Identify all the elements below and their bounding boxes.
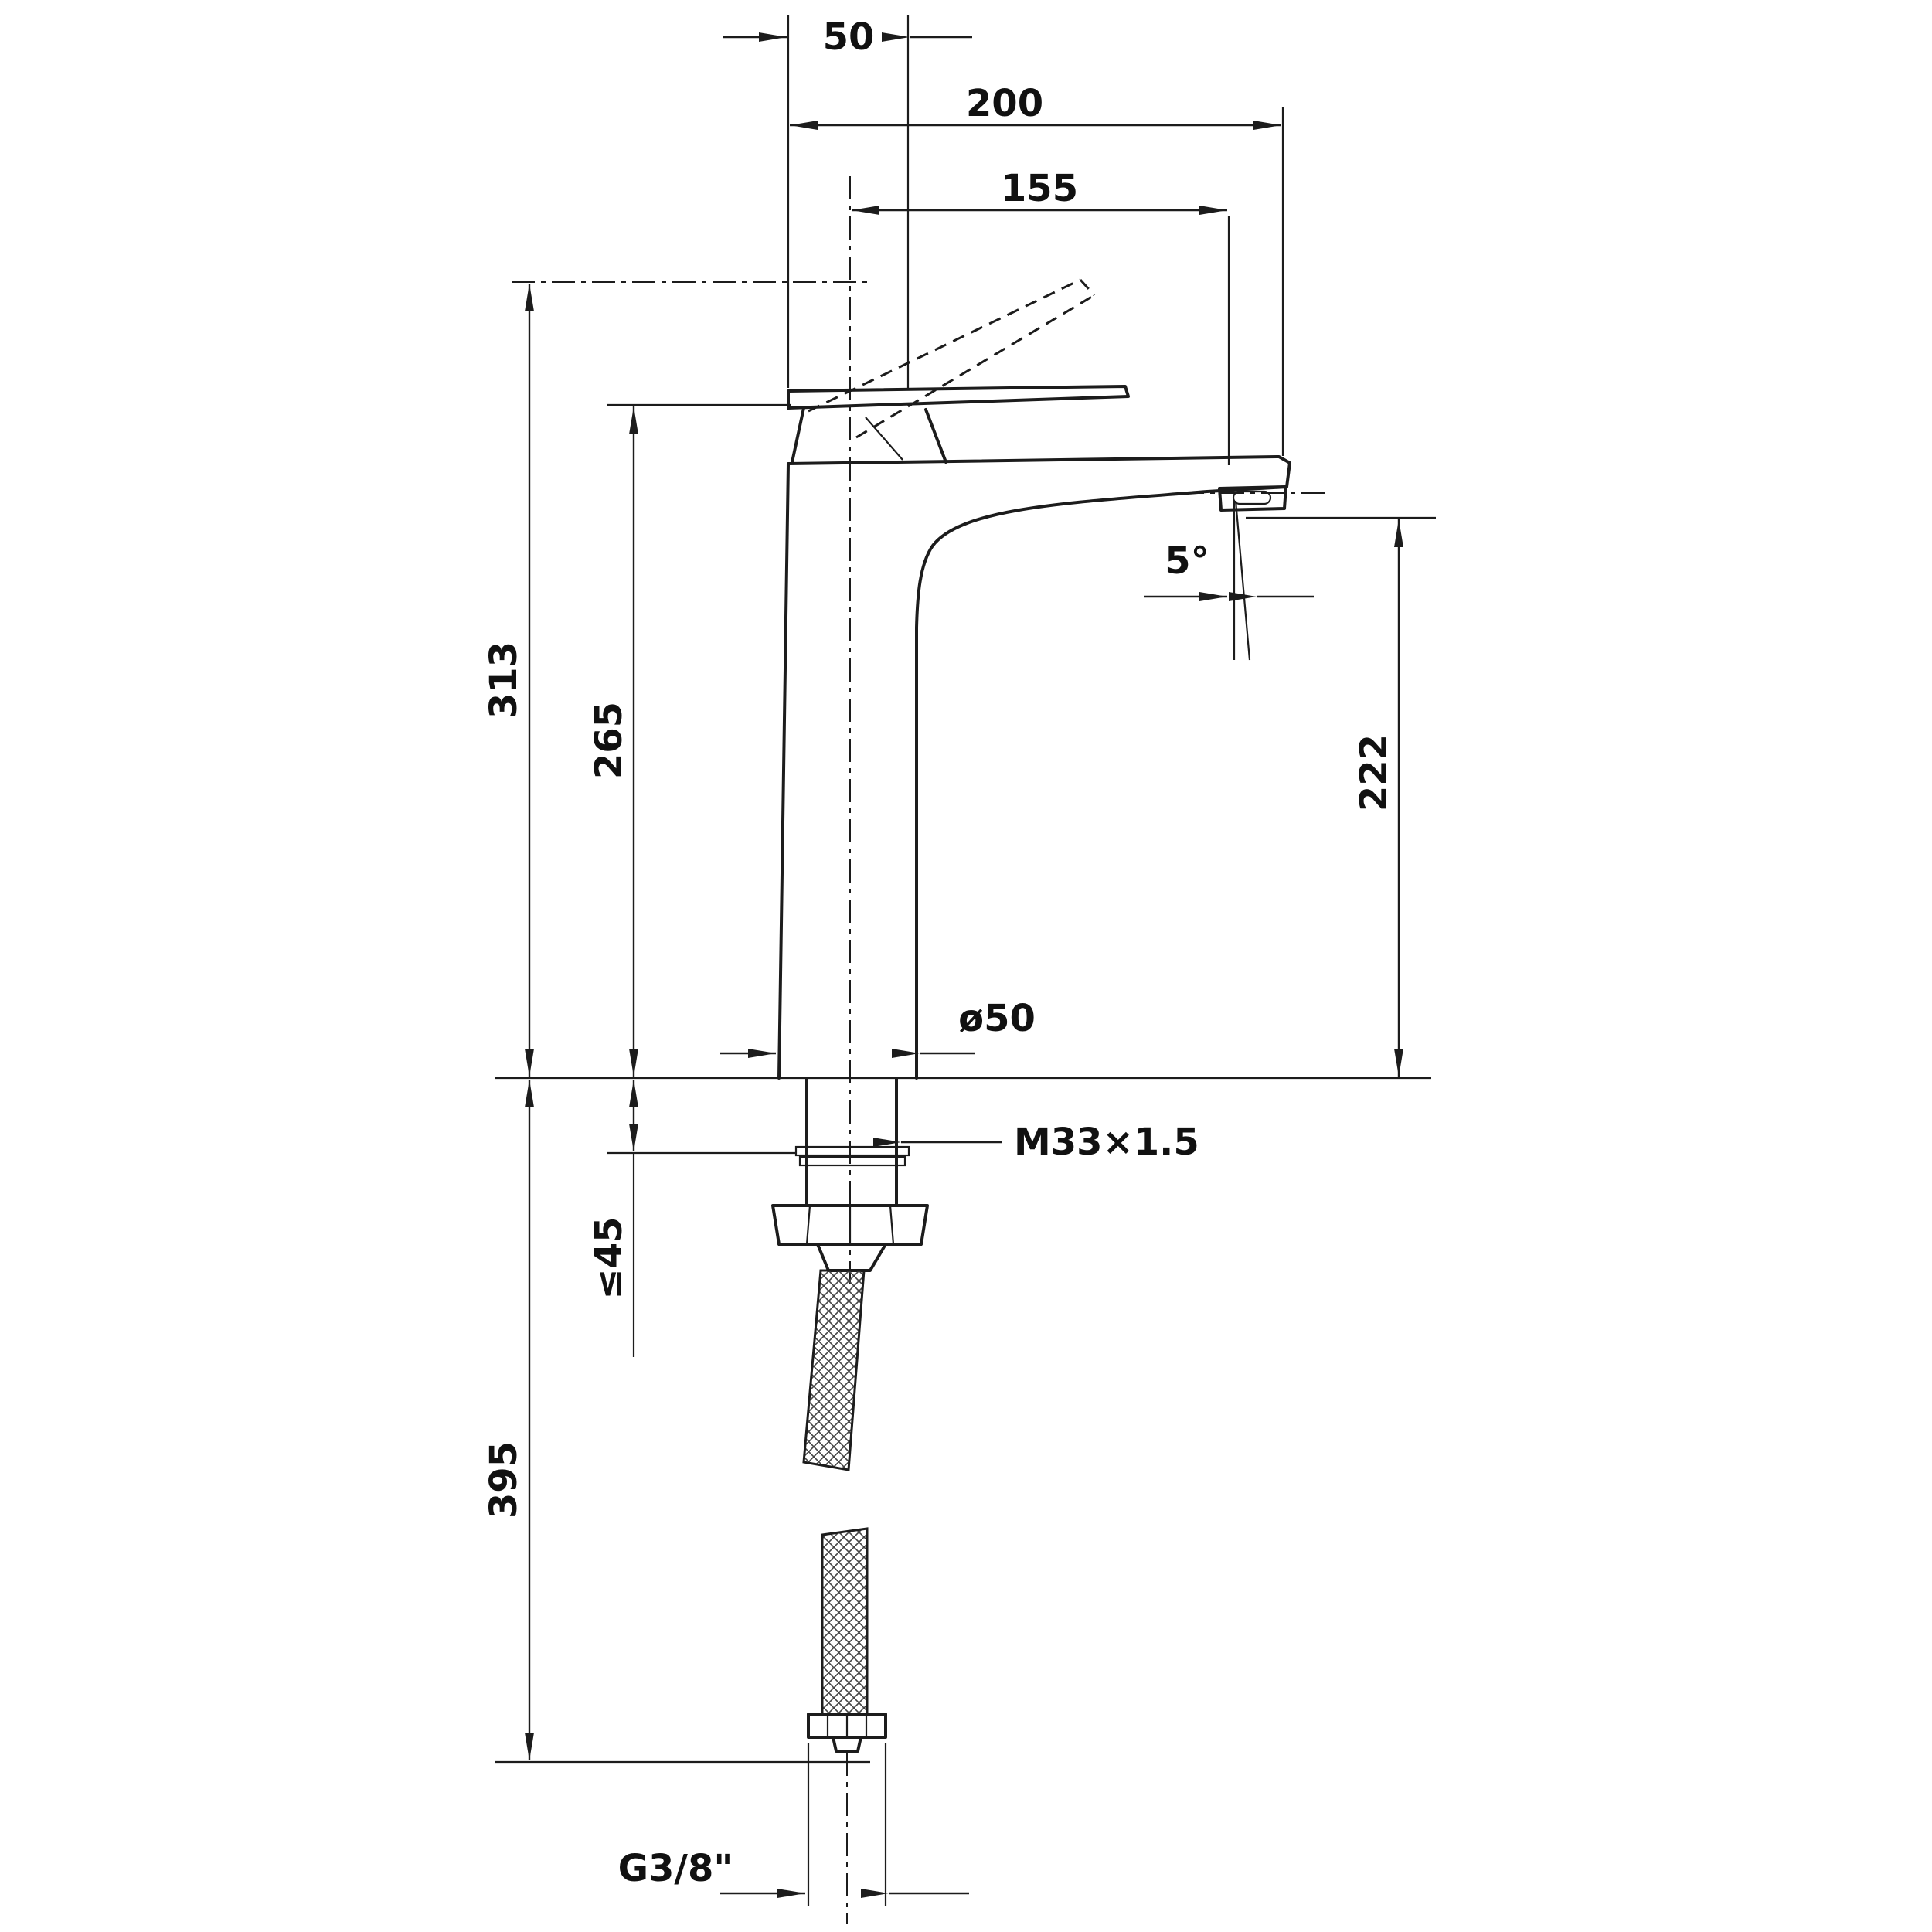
- dim-200-label: 200: [966, 82, 1043, 125]
- seal-washer-1: [794, 1145, 910, 1157]
- flex-hose-lower: [821, 1527, 869, 1716]
- extension-lines: [495, 15, 1436, 1906]
- dim-313-label: 313: [482, 641, 526, 719]
- dim-222-label: 222: [1352, 734, 1396, 811]
- dimension-labels: 50 200 155 313 265 222 395 ≤45 5° ø50 M3…: [482, 15, 1396, 1890]
- lever-base: [791, 406, 947, 464]
- dimension-lines: [525, 32, 1403, 1898]
- lever-blade: [787, 385, 1130, 410]
- seal-washer-2: [798, 1155, 906, 1167]
- dim-395-label: 395: [482, 1441, 526, 1519]
- connection-label: G3/8": [618, 1847, 733, 1890]
- mounting-nut: [771, 1204, 929, 1246]
- aerator: [1218, 485, 1287, 512]
- mounting-nut-facets: [805, 1205, 895, 1245]
- dim-265-label: 265: [587, 702, 631, 779]
- hose-end-stub: [832, 1736, 862, 1753]
- centerlines: [512, 176, 1328, 1924]
- dim-50-label: 50: [823, 15, 875, 59]
- thread-label: M33×1.5: [1014, 1121, 1199, 1164]
- hose-adapter: [816, 1243, 887, 1272]
- below-deck-assembly: [771, 1077, 929, 1753]
- aerator-slot: [1232, 490, 1272, 505]
- lever-raised-position-dashed: [808, 278, 1096, 439]
- flex-hose-upper: [802, 1269, 866, 1471]
- dia-50-label: ø50: [958, 997, 1036, 1040]
- angle-label: 5°: [1165, 539, 1209, 583]
- dim-45-label: ≤45: [587, 1216, 631, 1299]
- lever-base-detail: [865, 417, 903, 461]
- dim-155-label: 155: [1001, 167, 1078, 210]
- hose-end-nut-facets: [826, 1714, 868, 1737]
- angle-tilted-line: [1234, 500, 1251, 661]
- faucet-outline: [777, 278, 1291, 1080]
- faucet-body-and-spout: [777, 455, 1291, 1080]
